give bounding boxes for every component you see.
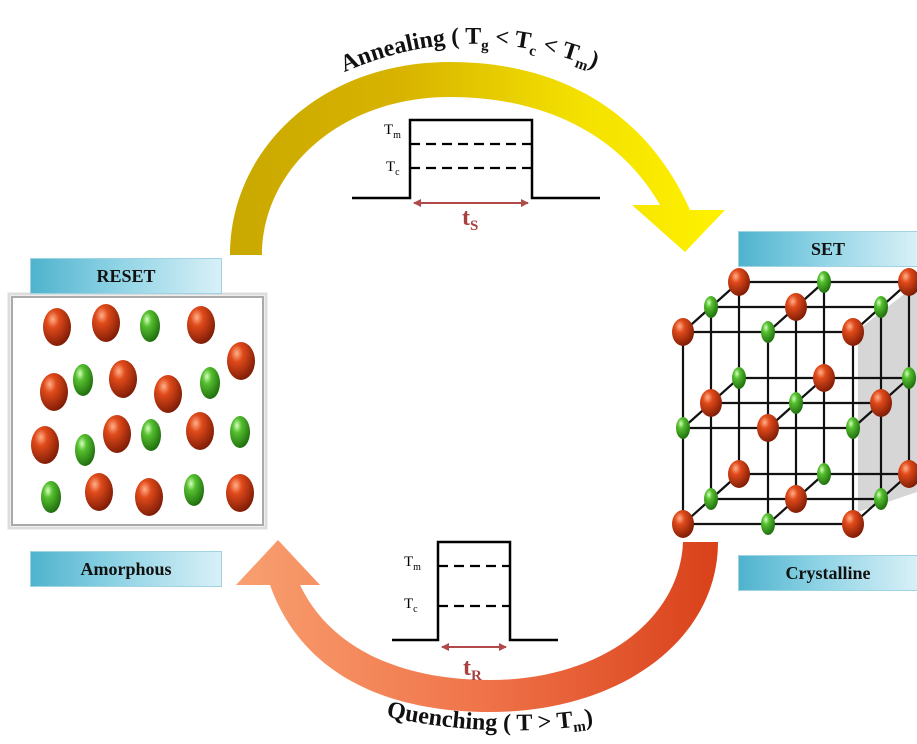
green-atom bbox=[874, 488, 888, 510]
green-atom bbox=[73, 364, 93, 396]
red-atom bbox=[186, 412, 214, 450]
red-atom bbox=[898, 460, 917, 488]
green-atom bbox=[817, 463, 831, 485]
annealing-arrow bbox=[230, 62, 725, 255]
red-atom bbox=[813, 364, 835, 392]
reset-duration-label: tR bbox=[463, 655, 482, 684]
red-atom bbox=[672, 510, 694, 538]
set-pulse-tm-label: Tm bbox=[384, 122, 401, 141]
set-pulse-tc-label: Tc bbox=[386, 159, 400, 178]
set-pulse: Tm Tc tS bbox=[352, 118, 600, 234]
green-atom bbox=[140, 310, 160, 342]
green-atom bbox=[761, 321, 775, 343]
red-atom bbox=[842, 510, 864, 538]
reset-pulse: Tm Tc tR bbox=[392, 540, 558, 684]
red-atom bbox=[757, 414, 779, 442]
green-atom bbox=[200, 367, 220, 399]
green-atom bbox=[732, 367, 746, 389]
red-atom bbox=[227, 342, 255, 380]
red-atom bbox=[135, 478, 163, 516]
red-atom bbox=[842, 318, 864, 346]
green-atom bbox=[874, 296, 888, 318]
green-atom bbox=[704, 296, 718, 318]
green-atom bbox=[41, 481, 61, 513]
red-atom bbox=[31, 426, 59, 464]
set-duration-label: tS bbox=[462, 205, 478, 234]
reset-label: RESET bbox=[30, 258, 222, 294]
red-atom bbox=[785, 485, 807, 513]
red-atom bbox=[672, 318, 694, 346]
red-atom bbox=[700, 389, 722, 417]
red-atom bbox=[154, 375, 182, 413]
red-atom bbox=[103, 415, 131, 453]
green-atom bbox=[676, 417, 690, 439]
quenching-arrow bbox=[236, 540, 718, 712]
red-atom bbox=[43, 308, 71, 346]
reset-pulse-tm-label: Tm bbox=[404, 554, 421, 573]
amorphous-structure bbox=[7, 292, 268, 530]
red-atom bbox=[92, 304, 120, 342]
red-atom bbox=[109, 360, 137, 398]
red-atom bbox=[728, 268, 750, 296]
green-atom bbox=[817, 271, 831, 293]
crystalline-label: Crystalline bbox=[738, 555, 917, 591]
crystalline-lattice bbox=[672, 268, 917, 538]
red-atom bbox=[226, 474, 254, 512]
set-label: SET bbox=[738, 231, 917, 267]
reset-pulse-tc-label: Tc bbox=[404, 596, 418, 615]
red-atom bbox=[785, 293, 807, 321]
green-atom bbox=[704, 488, 718, 510]
red-atom bbox=[85, 473, 113, 511]
green-atom bbox=[761, 513, 775, 535]
red-atom bbox=[187, 306, 215, 344]
green-atom bbox=[846, 417, 860, 439]
red-atom bbox=[728, 460, 750, 488]
red-atom bbox=[870, 389, 892, 417]
green-atom bbox=[184, 474, 204, 506]
green-atom bbox=[141, 419, 161, 451]
red-atom bbox=[898, 268, 917, 296]
green-atom bbox=[789, 392, 803, 414]
red-atom bbox=[40, 373, 68, 411]
green-atom bbox=[902, 367, 916, 389]
green-atom bbox=[75, 434, 95, 466]
amorphous-label: Amorphous bbox=[30, 551, 222, 587]
green-atom bbox=[230, 416, 250, 448]
